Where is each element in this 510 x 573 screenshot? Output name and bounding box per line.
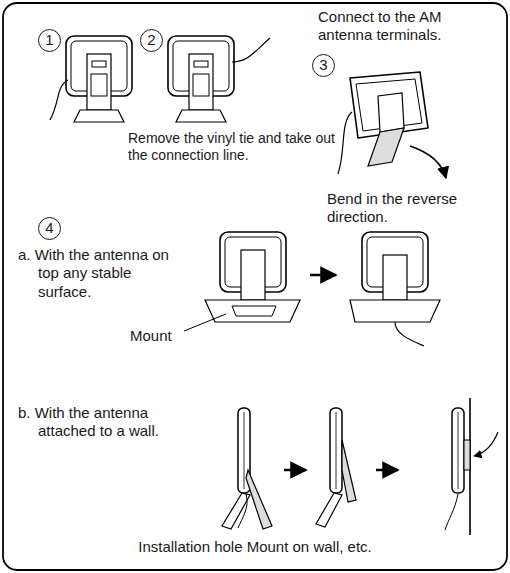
instruction-text: Remove the vinyl tie and take out the co… [128, 130, 358, 164]
callout-number: 4 [38, 217, 61, 240]
callout-number: 3 [312, 54, 335, 77]
instruction-text: Connect to the AM antenna terminals. [318, 8, 490, 45]
caption-text: Installation hole Mount on wall, etc. [5, 538, 505, 556]
part-label: Mount [130, 327, 172, 345]
antenna-step1 [50, 36, 132, 122]
instruction-text: b. With the antenna attached to a wall. [18, 404, 160, 441]
instruction-text: a. With the antenna on top any stable su… [18, 246, 170, 301]
frame [3, 3, 507, 570]
antenna-on-wall [222, 398, 498, 535]
antenna-on-surface [184, 232, 440, 346]
instruction-text: Bend in the reverse direction. [327, 190, 497, 227]
antenna-step3 [338, 72, 446, 178]
callout-number: 2 [140, 29, 163, 52]
callout-number: 1 [38, 29, 61, 52]
antenna-step2 [168, 36, 270, 122]
